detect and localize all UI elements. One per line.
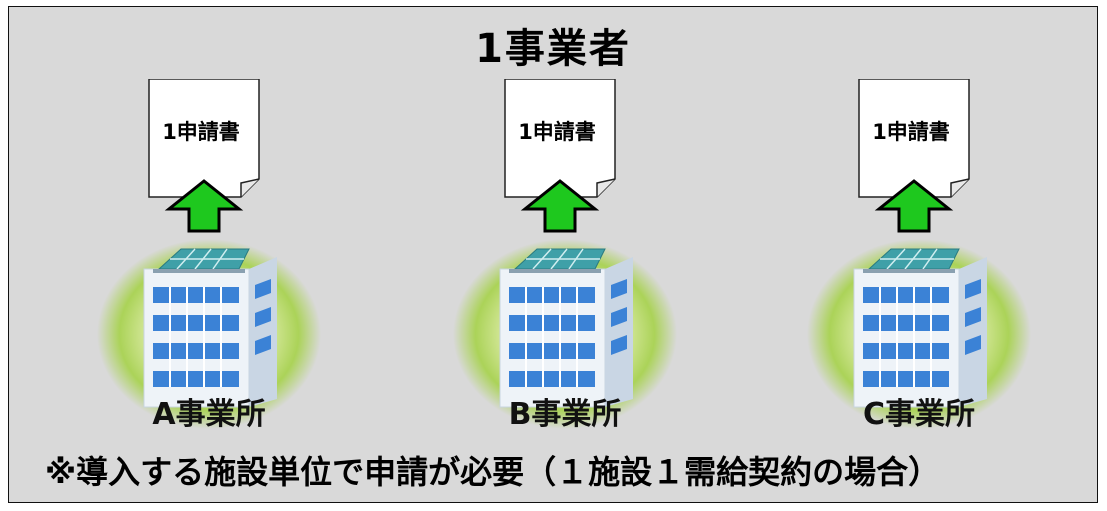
building-icon	[499, 257, 633, 408]
facility-unit-a: 1申請書 A事業所	[89, 79, 389, 432]
footnote: ※導入する施設単位で申請が必要（１施設１需給契約の場合）	[45, 453, 941, 491]
document-label: 1申請書	[162, 120, 240, 144]
document-icon	[148, 79, 260, 198]
facility-unit-c: 1申請書 C事業所	[799, 79, 1099, 432]
facility-unit-b: 1申請書 B事業所	[445, 79, 745, 432]
solar-panel-icon	[509, 248, 606, 273]
facility-graphic	[807, 79, 1031, 429]
document-icon	[858, 79, 970, 198]
solar-panel-icon	[863, 248, 960, 273]
page-title: 1事業者	[475, 26, 631, 72]
diagram-frame: 1事業者	[8, 6, 1098, 503]
document-icon	[504, 79, 616, 198]
up-arrow-icon	[520, 179, 600, 233]
facility-graphic	[97, 79, 321, 429]
facility-label: A事業所	[152, 397, 266, 432]
up-arrow-icon	[164, 179, 244, 233]
solar-panel-icon	[153, 248, 250, 273]
document-label: 1申請書	[872, 120, 950, 144]
building-icon	[143, 257, 277, 408]
facility-graphic	[453, 79, 677, 429]
facility-label: C事業所	[862, 397, 976, 432]
facility-label: B事業所	[508, 397, 622, 432]
building-icon	[853, 257, 987, 408]
up-arrow-icon	[874, 179, 954, 233]
document-label: 1申請書	[518, 120, 596, 144]
